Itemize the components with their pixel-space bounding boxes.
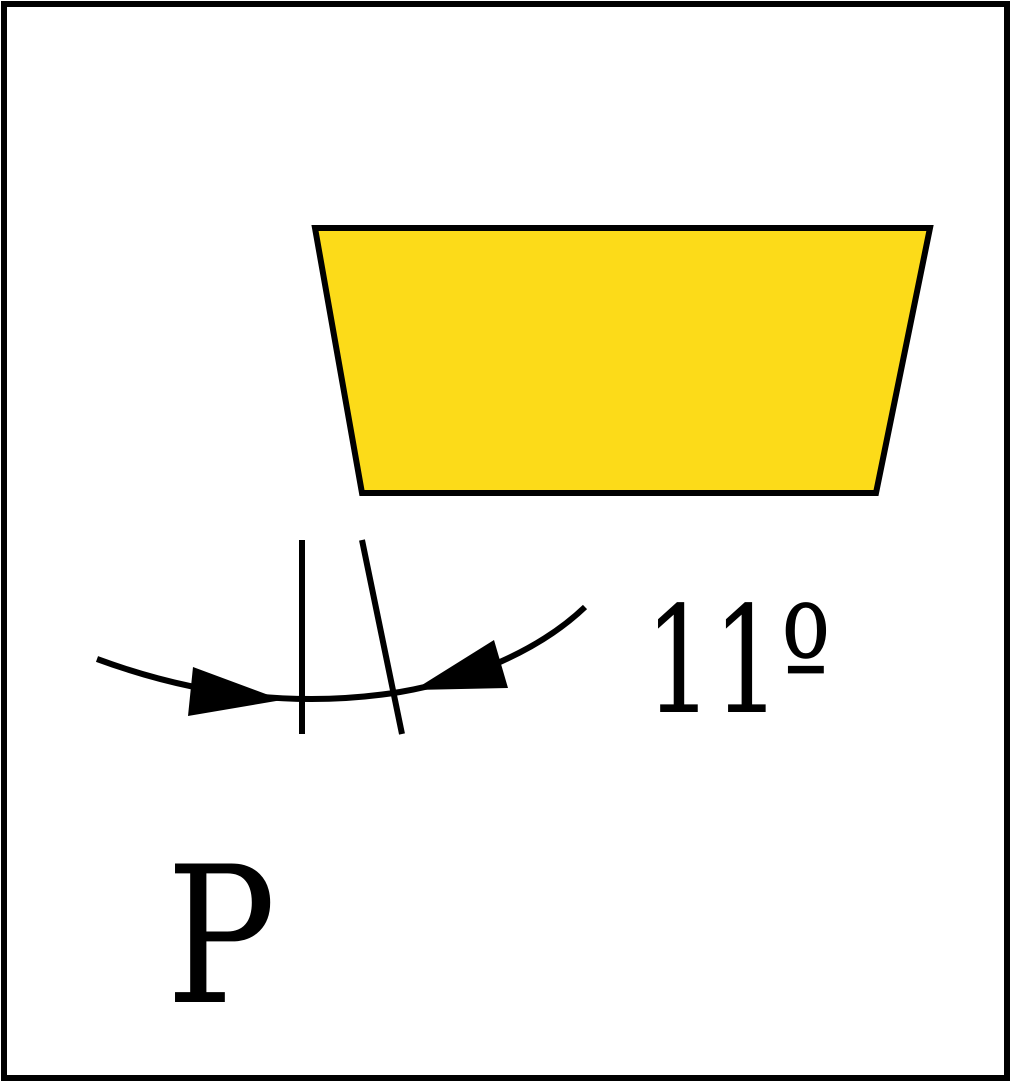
angle-arc [95,604,588,703]
right-arrowhead-icon [414,640,508,690]
insert-trapezoid-icon [311,225,934,496]
inclined-flank-line [359,539,405,735]
angle-label: 11º [645,575,831,747]
grade-letter: P [166,826,276,1047]
left-arrowhead-icon [188,667,282,716]
